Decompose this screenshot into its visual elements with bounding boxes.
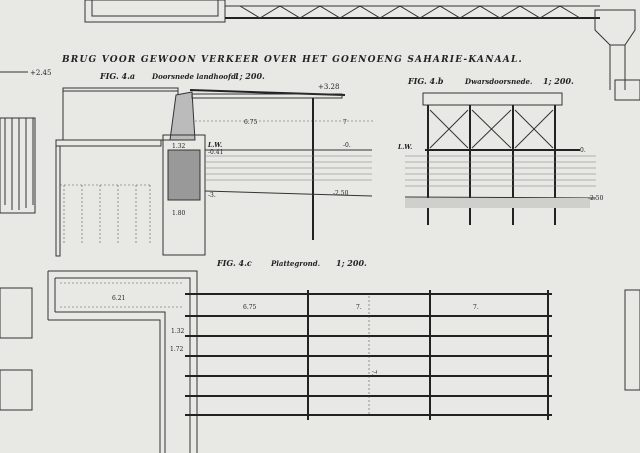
fig-a-top-level: +3.28	[318, 83, 339, 91]
left-margin-fragment: +2.45	[0, 69, 640, 411]
fig-c-dim1: 1.32	[171, 328, 185, 335]
fig-b-bed-level: -2.50	[588, 195, 604, 202]
left-level-label: +2.45	[30, 69, 51, 77]
fig-b-lw: L.W.	[397, 144, 412, 151]
sheet-title: BRUG VOOR GEWOON VERKEER OVER HET GOENOE…	[61, 55, 523, 65]
fig-a-span2: 7	[343, 119, 347, 126]
fig-a-lw: L.W.	[207, 142, 222, 149]
fig-c-wall-length: 6.21	[112, 295, 125, 302]
fig-c-width: 7.	[370, 370, 377, 376]
top-bridge-elevation-fragment	[84, 0, 636, 90]
fig-a-span1: 6.75	[244, 119, 258, 126]
fig-a-name: Doorsnede landhoofd.	[151, 72, 238, 81]
fig-c-span2: 7.	[356, 304, 362, 311]
fig-b-label: FIG. 4.b	[407, 76, 444, 86]
fig-a-label: FIG. 4.a	[99, 71, 135, 81]
fig-c-scale: 1; 200.	[336, 258, 367, 268]
fig-c-name: Plattegrond.	[270, 259, 320, 268]
figure-4c-plan: FIG. 4.c Plattegrond. 1; 200. 6.21 1.32 …	[47, 258, 552, 453]
fig-c-label: FIG. 4.c	[216, 258, 252, 268]
fig-a-lw-value: -0.41	[208, 149, 223, 156]
figure-4b-cross-section: FIG. 4.b Dwarsdoorsnede. 1; 200. L.W. -0…	[397, 76, 604, 225]
fig-c-span1: 6.75	[243, 304, 257, 311]
fig-a-bed-level: -2.50	[333, 190, 349, 197]
fig-c-dim2: 1.72	[170, 346, 184, 353]
fig-a-foot-width: 1.80	[172, 210, 186, 217]
fig-a-zero: -0.	[343, 142, 351, 149]
figure-4a-section: FIG. 4.a Doorsnede landhoofd. 1; 200. +3…	[55, 71, 375, 257]
fig-c-span3: 7.	[473, 304, 479, 311]
fig-a-base-level: -3.	[208, 192, 216, 199]
fig-b-scale: 1; 200.	[543, 76, 574, 86]
fig-b-name: Dwarsdoorsnede.	[464, 77, 532, 86]
fig-a-wall: 1.32	[172, 143, 186, 150]
fig-a-scale: 1; 200.	[234, 71, 265, 81]
fig-b-zero: -0.	[578, 147, 586, 154]
